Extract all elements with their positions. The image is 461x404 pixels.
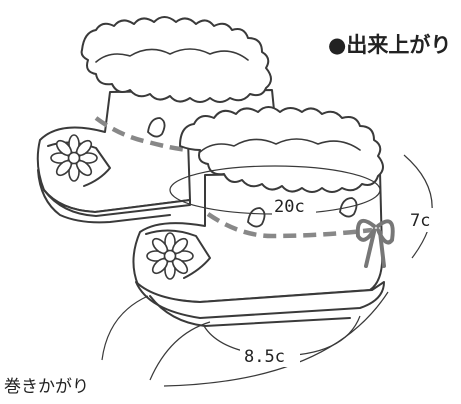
callout-leader-2 xyxy=(149,321,211,381)
front-flower-motif xyxy=(146,232,194,280)
front-cord xyxy=(206,212,373,239)
bow-tie xyxy=(355,218,395,268)
height-label: 7c xyxy=(410,211,430,231)
sole-length-label: 8.5c xyxy=(244,347,285,367)
page-title: ●出来上がり xyxy=(328,33,451,57)
callout-label: 巻きかがり xyxy=(4,377,89,397)
circumference-label: 20c xyxy=(274,197,305,217)
front-fluffy-cuff xyxy=(179,106,384,193)
back-fluffy-cuff xyxy=(80,16,272,103)
back-cord-loop xyxy=(147,117,166,138)
callout-leader-1 xyxy=(101,295,149,361)
side-cord-loop xyxy=(339,197,358,218)
back-cord xyxy=(94,116,189,153)
height-arc xyxy=(403,154,433,259)
back-flower-motif xyxy=(50,134,98,182)
front-bootie xyxy=(132,106,385,327)
callout-leader-3 xyxy=(163,291,389,387)
back-sole xyxy=(43,189,191,217)
